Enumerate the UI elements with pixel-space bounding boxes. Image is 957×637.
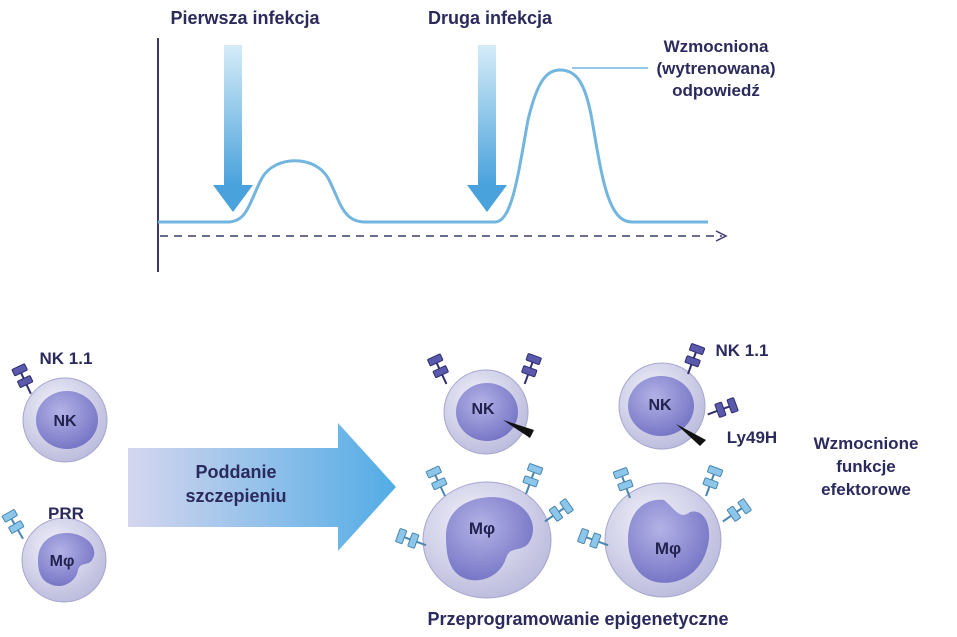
vaccination-label-line-1: Poddanie	[195, 462, 276, 482]
vaccination-arrow: Poddanie szczepieniu	[128, 423, 396, 551]
enhanced-functions-line-2: funkcje	[836, 457, 896, 476]
prr-receptor-label: PRR	[48, 504, 84, 523]
before-cells: NK NK 1.1 Mφ PRR	[2, 349, 107, 602]
macrophage-before: Mφ	[2, 509, 106, 602]
nk-cell-before-label: NK	[53, 413, 77, 430]
nk11-receptor-label: NK 1.1	[40, 349, 93, 368]
ly49h-label: Ly49H	[727, 428, 777, 447]
macrophage-after-left: Mφ	[395, 463, 573, 598]
first-infection-label: Pierwsza infekcja	[170, 8, 320, 28]
second-infection-label: Druga infekcja	[428, 8, 553, 28]
vaccination-label-line-2: szczepieniu	[185, 486, 286, 506]
macrophage-before-label: Mφ	[50, 553, 75, 570]
nk-cell-after-left: NK	[427, 353, 541, 454]
response-graph: Pierwsza infekcja Druga infekcja Wzmocni…	[158, 8, 776, 272]
enhanced-response-line-3: odpowiedź	[672, 81, 760, 100]
second-infection-arrow	[467, 45, 507, 212]
nk11-after-label: NK 1.1	[716, 341, 769, 360]
epigenetic-reprogramming-label: Przeprogramowanie epigenetyczne	[427, 609, 728, 629]
nk-cell-after-left-label: NK	[471, 401, 495, 418]
enhanced-response-line-1: Wzmocniona	[664, 37, 769, 56]
enhanced-response-line-2: (wytrenowana)	[656, 59, 775, 78]
nk-cell-after-right-label: NK	[648, 397, 672, 414]
enhanced-functions-line-3: efektorowe	[821, 480, 911, 499]
nk-cell-before: NK	[12, 364, 107, 462]
first-infection-arrow	[213, 45, 253, 212]
after-cells: NK NK NK 1.1 Ly49H Mφ	[395, 341, 918, 629]
macrophage-after-right: Mφ	[577, 465, 751, 597]
enhanced-functions-line-1: Wzmocnione	[814, 434, 919, 453]
macrophage-after-left-label: Mφ	[469, 519, 495, 538]
macrophage-after-right-label: Mφ	[655, 539, 681, 558]
